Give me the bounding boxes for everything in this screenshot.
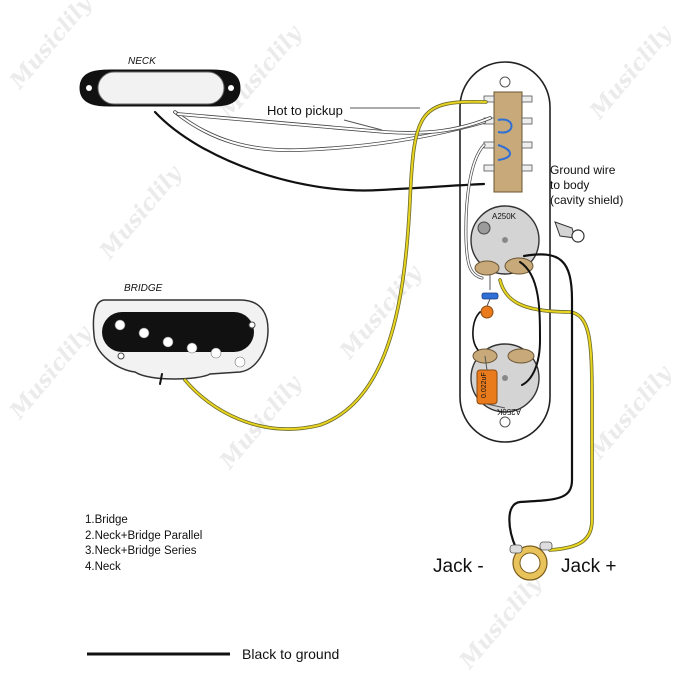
jack-minus-label: Jack - <box>433 556 484 577</box>
bridge-pickup: BRIDGE <box>92 283 269 380</box>
hot-to-pickup-label: Hot to pickup <box>267 103 343 118</box>
switch-position-item: 3.Neck+Bridge Series <box>85 545 197 557</box>
watermark-text: Musiclily <box>454 569 548 674</box>
pickup-selector-switch <box>483 91 533 193</box>
watermark-text: Musiclily <box>214 369 308 474</box>
ground-lug <box>554 221 585 243</box>
watermark-text: Musiclily <box>584 359 678 464</box>
bridge-pickup-label: BRIDGE <box>124 283 163 294</box>
switch-position-item: 4.Neck <box>85 560 121 573</box>
ground-wire-label-line2: to body <box>550 178 589 192</box>
hot-arrow <box>343 107 420 131</box>
watermark-text: Musiclily <box>334 259 428 364</box>
volume-pot-value: A250K <box>492 212 517 221</box>
wires <box>153 99 594 552</box>
capacitor-value: 0.022uF <box>481 372 488 398</box>
output-ground-wire <box>508 253 574 550</box>
ground-wire-label-line1: Ground wire <box>550 163 616 177</box>
watermark-text: Musiclily <box>584 19 678 124</box>
neck-pickup-label: NECK <box>128 56 157 67</box>
bridge-hot-wire <box>183 99 488 431</box>
ground-wire-label-line3: (cavity shield) <box>550 193 623 207</box>
switch-positions-list: 1.Bridge 2.Neck+Bridge Parallel 3.Neck+B… <box>85 513 202 575</box>
black-to-ground-label: Black to ground <box>242 646 339 662</box>
watermark-text: Musiclily <box>94 159 188 264</box>
jack-plus-label: Jack + <box>561 556 616 577</box>
tone-pot-value: A250K <box>496 407 521 416</box>
volume-pot: A250K <box>470 205 540 276</box>
watermark-text: Musiclily <box>4 319 98 424</box>
neck-pickup: NECK <box>79 56 241 107</box>
switch-position-item: 2.Neck+Bridge Parallel <box>85 529 203 542</box>
neck-ground-wire <box>153 110 486 192</box>
switch-position-item: 1.Bridge <box>85 514 128 526</box>
output-jack <box>509 541 553 581</box>
treble-bleed <box>480 275 499 319</box>
tone-capacitor: 0.022uF <box>476 355 506 409</box>
